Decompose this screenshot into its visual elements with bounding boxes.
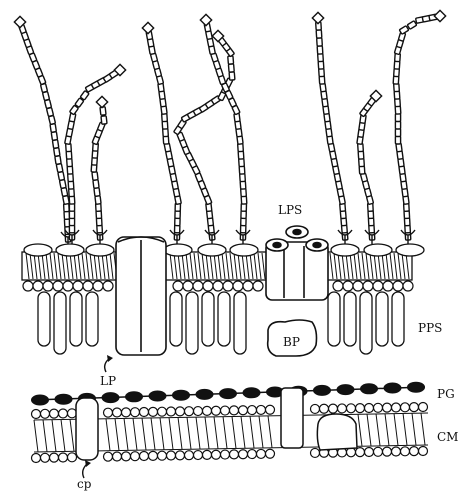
pg-bead [407,382,425,393]
pg-bead [31,395,49,406]
lps-chain [174,30,235,244]
periplasmic-tail [186,292,198,354]
cm-protein-blob [317,414,357,450]
pg-bead [102,392,120,403]
periplasmic-tail [360,292,372,354]
outer-membrane-tails [38,292,404,354]
lp-pointer-head [107,355,113,362]
pg-bead [196,389,214,400]
pg-bead [360,383,378,394]
om-headgroup [331,244,359,256]
om-headgroup [198,244,226,256]
cm-protein-cp [76,398,98,460]
label-lp: LP [100,374,116,388]
periplasmic-tail [202,292,214,346]
lps-chain [14,16,75,246]
cp-pointer-head [85,460,91,467]
label-cp: cp [77,477,92,491]
lps-chain [312,12,352,244]
label-pps: PPS [418,321,442,335]
pg-bead [125,391,143,402]
om-headgroup [56,244,84,256]
label-pg: PG [437,387,455,401]
pg-bead [55,394,73,405]
lps-barrel-cluster [266,226,328,300]
pg-bead [337,384,355,395]
periplasmic-tail [344,292,356,346]
lps-chains [14,10,445,246]
pg-bead [384,383,402,394]
om-headgroup [164,244,192,256]
periplasmic-tail [392,292,404,346]
om-headgroup [24,244,52,256]
lipoprotein [116,237,166,355]
lps-chain [91,96,108,244]
periplasmic-tail [328,292,340,346]
lps-chain [393,10,446,244]
periplasmic-tail [54,292,66,354]
label-cm: CM [437,430,458,444]
label-bp: BP [283,335,300,349]
outer-membrane-band [22,244,424,291]
outer-membrane [22,226,424,356]
label-lps: LPS [278,203,302,217]
pg-bead [313,385,331,396]
om-headgroup [396,244,424,256]
periplasmic-tail [70,292,82,346]
periplasmic-tail [234,292,246,354]
om-headgroup [230,244,258,256]
periplasmic-tail [38,292,50,346]
pg-bead [243,387,261,398]
om-headgroup [364,244,392,256]
pg-bead [219,388,237,399]
pg-bead [172,390,190,401]
om-headgroup [86,244,114,256]
periplasmic-tail [170,292,182,346]
lps-chain [357,90,382,244]
pg-bead [149,391,167,402]
cytoplasmic-membrane [32,388,429,462]
periplasmic-tail [86,292,98,346]
periplasmic-tail [376,292,388,346]
cm-protein-large [281,388,303,448]
periplasmic-tail [218,292,230,346]
